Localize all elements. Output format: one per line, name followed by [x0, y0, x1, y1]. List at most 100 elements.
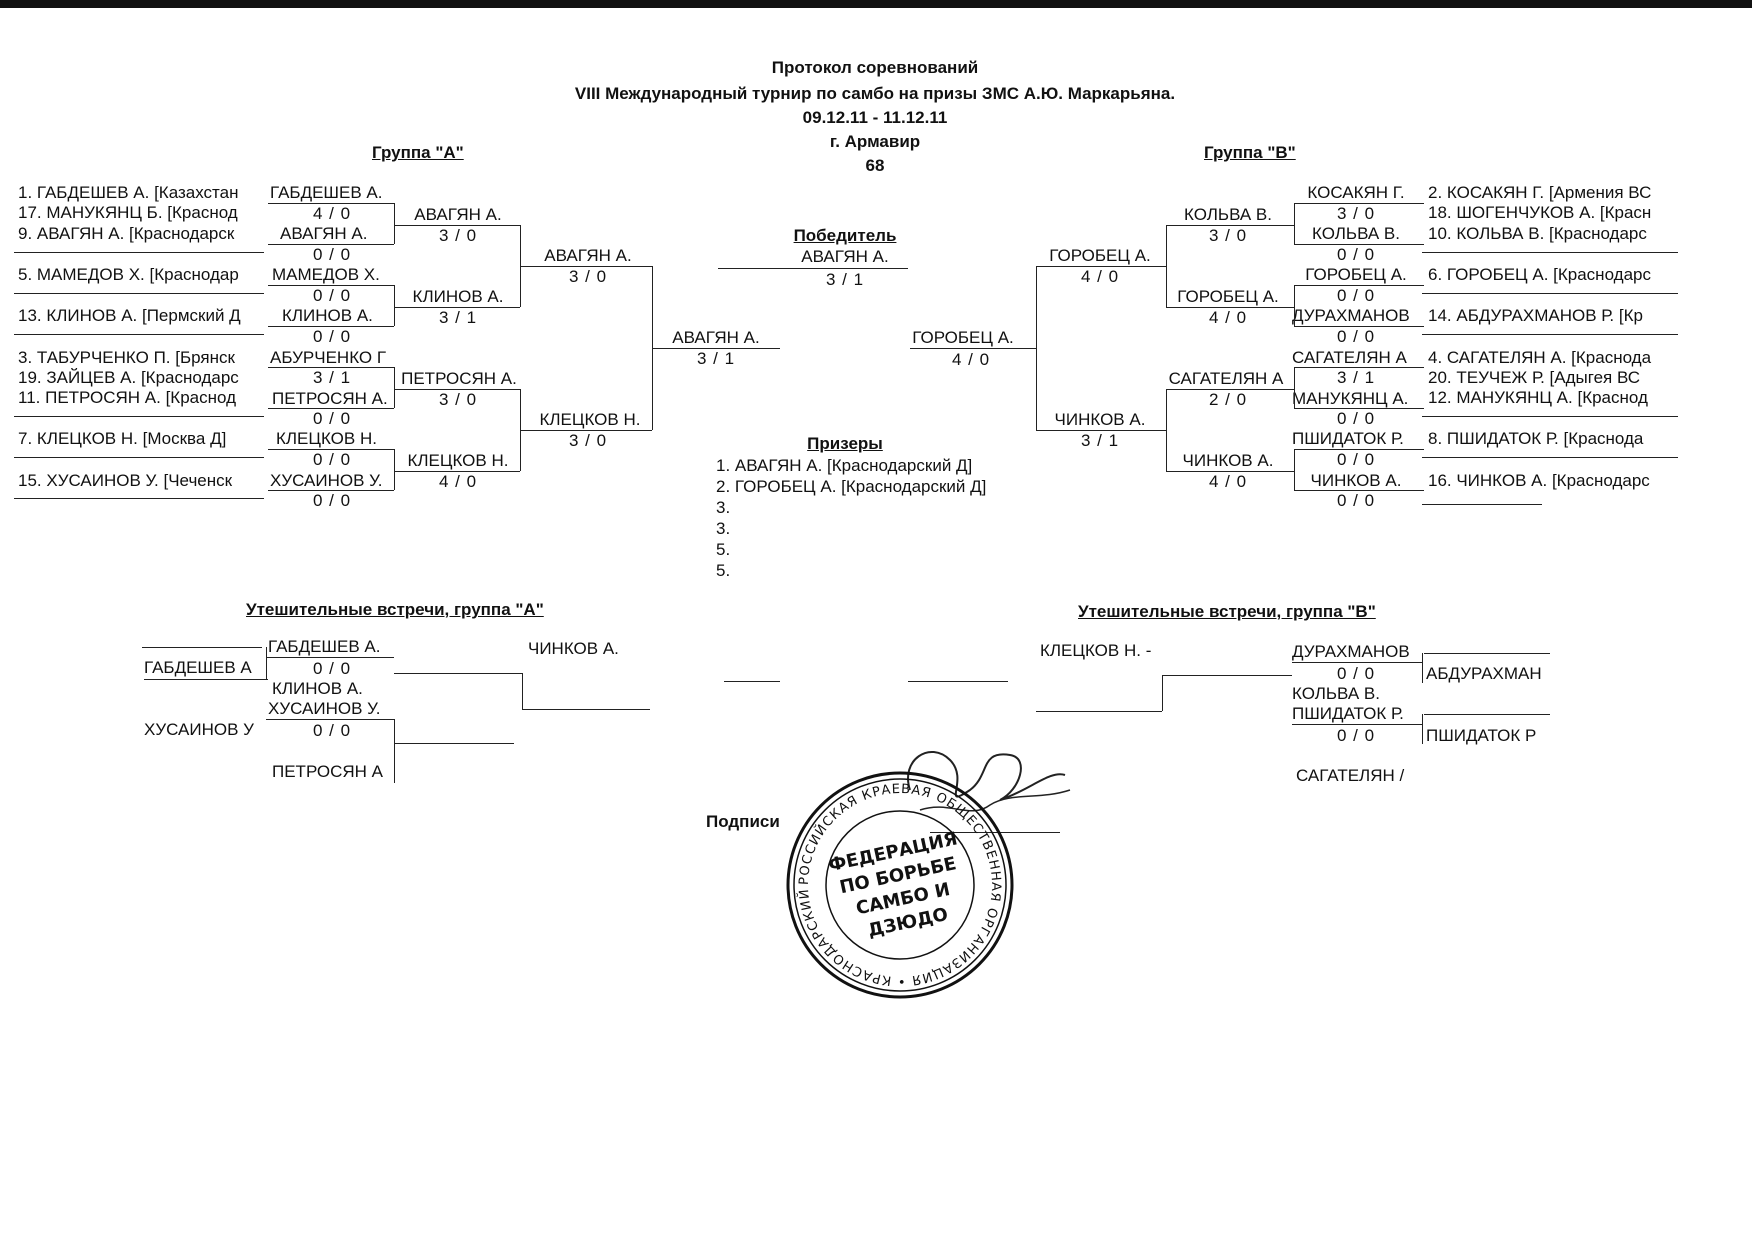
- b-final-score: 4 / 0: [951, 350, 991, 369]
- b-r1-score: 0 / 0: [1336, 245, 1376, 264]
- group-a-entry: 15. ХУСАИНОВ У. [Чеченск: [18, 471, 233, 490]
- bracket-line: [1166, 307, 1294, 308]
- group-b-entry: 16. ЧИНКОВ А. [Краснодарс: [1428, 471, 1650, 490]
- bracket-line: [1294, 285, 1424, 286]
- group-a-entry: 5. МАМЕДОВ Х. [Краснодар: [18, 265, 239, 284]
- group-a-entry: 3. ТАБУРЧЕНКО П. [Брянск: [18, 348, 235, 367]
- bracket-line: [1294, 449, 1295, 490]
- a-r3-score: 3 / 0: [568, 267, 608, 286]
- a-r1-name: МАМЕДОВ Х.: [272, 265, 380, 284]
- bracket-line: [1166, 471, 1294, 472]
- a-final-name: АВАГЯН А.: [672, 328, 760, 347]
- a-r2-score: 3 / 0: [438, 226, 478, 245]
- winner-line: [718, 268, 908, 269]
- group-a-entry: 19. ЗАЙЦЕВ А. [Краснодарс: [18, 368, 239, 387]
- cons-a-score1: 0 / 0: [312, 659, 352, 678]
- signatures-label: Подписи: [706, 812, 780, 831]
- entry-underline: [1422, 293, 1678, 294]
- b-r1-name: МАНУКЯНЦ А.: [1292, 389, 1409, 408]
- bracket-line: [394, 673, 522, 674]
- a-r2-name: ПЕТРОСЯН А.: [401, 369, 517, 388]
- group-b-entry: 18. ШОГЕНЧУКОВ А. [Красн: [1428, 203, 1652, 222]
- bracket-line: [522, 673, 523, 709]
- b-r2-name: ГОРОБЕЦ А.: [1177, 287, 1279, 306]
- bracket-line: [652, 348, 780, 349]
- organization-stamp: РОССИЙСКАЯ КРАЕВАЯ ОБЩЕСТВЕННАЯ ОРГАНИЗА…: [780, 765, 1014, 999]
- cons-a-opp2: ПЕТРОСЯН А: [272, 762, 384, 781]
- bracket-line: [268, 326, 394, 327]
- entry-underline: [1422, 252, 1678, 253]
- bracket-line: [1036, 266, 1037, 430]
- bracket-line: [144, 679, 268, 680]
- b-r1-score: 0 / 0: [1336, 491, 1376, 510]
- cons-b-top2: ПШИДАТОК Р.: [1292, 704, 1404, 723]
- a-r3-name: КЛЕЦКОВ Н.: [539, 410, 641, 429]
- a-final-score: 3 / 1: [696, 349, 736, 368]
- signature-scribble: [907, 750, 1071, 812]
- group-a-title: Группа "А": [372, 143, 464, 162]
- bracket-line: [394, 449, 395, 490]
- prize-item: 2. ГОРОБЕЦ А. [Краснодарский Д]: [716, 477, 987, 496]
- cons-b-side2: ПШИДАТОК Р: [1426, 726, 1537, 745]
- bracket-line: [268, 203, 394, 204]
- bracket-line: [1162, 675, 1163, 711]
- bracket-line: [266, 657, 394, 658]
- bracket-line: [1294, 367, 1295, 408]
- winner-title: Победитель: [793, 226, 897, 245]
- header-line2: VIII Международный турнир по самбо на пр…: [574, 84, 1176, 103]
- cons-a-top1: ГАБДЕШЕВ А.: [268, 637, 381, 656]
- b-r1-name: КОЛЬВА В.: [1312, 224, 1400, 243]
- b-r2-score: 2 / 0: [1208, 390, 1248, 409]
- a-r2-score: 3 / 1: [438, 308, 478, 327]
- winner-score: 3 / 1: [825, 270, 865, 289]
- bracket-line: [268, 490, 394, 491]
- cons-b-left: КЛЕЦКОВ Н. -: [1040, 641, 1152, 660]
- bracket-line: [1292, 724, 1422, 725]
- bracket-line: [394, 285, 395, 326]
- bracket-line: [908, 681, 1008, 682]
- bracket-line: [1294, 244, 1424, 245]
- a-r1-score: 0 / 0: [312, 286, 352, 305]
- bracket-line: [1422, 653, 1423, 683]
- prizes-title: Призеры: [807, 434, 883, 453]
- bracket-line: [268, 285, 394, 286]
- a-r3-score: 3 / 0: [568, 431, 608, 450]
- prize-item: 5.: [716, 561, 731, 580]
- bracket-line: [266, 719, 394, 720]
- entry-underline: [1422, 504, 1542, 505]
- bracket-line: [394, 203, 395, 244]
- entry-underline: [1422, 457, 1678, 458]
- b-r1-name: САГАТЕЛЯН А: [1292, 348, 1407, 367]
- entry-underline: [14, 334, 264, 335]
- bracket-line: [1036, 711, 1162, 712]
- a-r2-name: КЛИНОВ А.: [412, 287, 504, 306]
- bracket-line: [1294, 285, 1295, 326]
- cons-b-side1: АБДУРАХМАН: [1426, 664, 1542, 683]
- b-r1-score: 0 / 0: [1336, 327, 1376, 346]
- a-r3-name: АВАГЯН А.: [544, 246, 632, 265]
- b-r2-score: 4 / 0: [1208, 472, 1248, 491]
- group-b-entry: 8. ПШИДАТОК Р. [Краснода: [1428, 429, 1644, 448]
- bracket-line: [1292, 662, 1422, 663]
- bracket-line: [1424, 714, 1550, 715]
- b-final-name: ГОРОБЕЦ А.: [912, 328, 1014, 347]
- bracket-line: [394, 743, 514, 744]
- cons-a-side1: ГАБДЕШЕВ А: [144, 658, 252, 677]
- b-r1-name: ЧИНКОВ А.: [1310, 471, 1402, 490]
- a-r1-name: АБУРЧЕНКО Г: [270, 348, 387, 367]
- b-r1-score: 0 / 0: [1336, 286, 1376, 305]
- bracket-line: [394, 471, 520, 472]
- prize-item: 3.: [716, 519, 731, 538]
- entry-underline: [1422, 416, 1678, 417]
- b-r1-score: 3 / 0: [1336, 204, 1376, 223]
- bracket-line: [1422, 714, 1423, 744]
- bracket-line: [268, 367, 394, 368]
- bracket-line: [1166, 225, 1167, 307]
- cons-a-opp1: КЛИНОВ А.: [272, 679, 363, 698]
- b-r3-score: 3 / 1: [1080, 431, 1120, 450]
- b-r1-score: 0 / 0: [1336, 409, 1376, 428]
- group-b-entry: 12. МАНУКЯНЦ А. [Краснод: [1428, 388, 1648, 407]
- a-r1-score: 0 / 0: [312, 450, 352, 469]
- b-r1-score: 0 / 0: [1336, 450, 1376, 469]
